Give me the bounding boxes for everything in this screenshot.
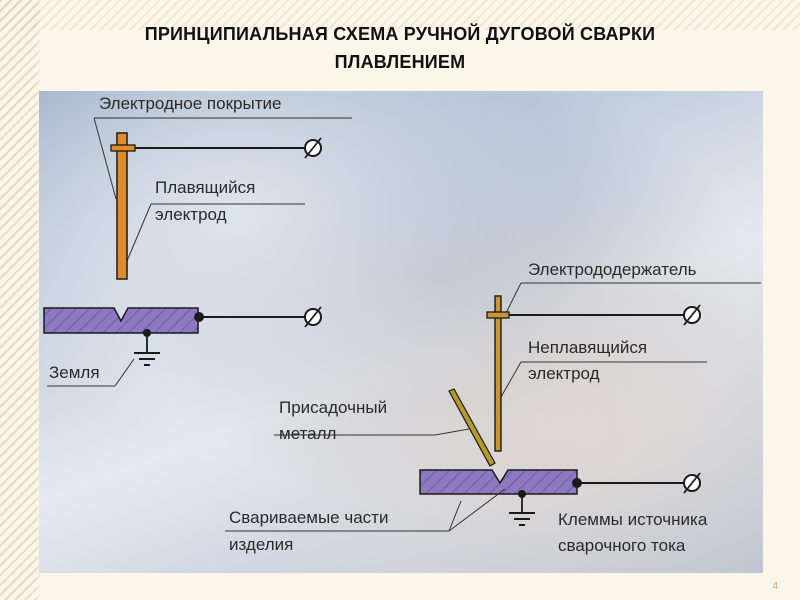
welding-diagram: Электродное покрытие Плавящийся электрод…	[39, 91, 763, 573]
label-terminals-2: сварочного тока	[558, 536, 686, 555]
nonconsumable-electrode	[494, 295, 502, 452]
electrode-clamp	[110, 144, 136, 152]
filler-rod	[448, 388, 496, 467]
label-filler-metal-2: металл	[279, 424, 337, 443]
workpiece-left	[43, 307, 199, 334]
label-ground: Земля	[49, 363, 100, 382]
label-consumable-electrode-2: электрод	[155, 205, 227, 224]
label-electrode-holder: Электрододержатель	[528, 260, 697, 279]
label-consumable-electrode-1: Плавящийся	[155, 178, 256, 197]
terminal-bottom-right-slash	[683, 472, 701, 494]
title-line-1: ПРИНЦИПИАЛЬНАЯ СХЕМА РУЧНОЙ ДУГОВОЙ СВАР…	[144, 24, 656, 44]
terminal-top-left-slash	[304, 137, 322, 159]
slide-title: ПРИНЦИПИАЛЬНАЯ СХЕМА РУЧНОЙ ДУГОВОЙ СВАР…	[40, 20, 760, 76]
ground-leader-line	[114, 358, 135, 387]
frame-left-decoration	[0, 0, 40, 600]
label-electrode-coating: Электродное покрытие	[99, 94, 282, 113]
terminal-bottom-left-slash	[304, 306, 322, 328]
workpiece-right	[419, 469, 578, 495]
consumable-leader-line	[126, 203, 152, 262]
label-welded-parts-2: изделия	[229, 535, 294, 554]
label-nonconsumable-electrode-1: Неплавящийся	[528, 338, 648, 357]
terminal-top-right-slash	[683, 304, 701, 326]
consumable-electrode	[116, 132, 128, 280]
filler-leader-line	[434, 428, 470, 436]
frame-bottom-decoration	[0, 0, 800, 30]
page-number: 4	[772, 581, 778, 592]
label-filler-metal-1: Присадочный	[279, 398, 388, 417]
label-terminals-1: Клеммы источника	[558, 510, 708, 529]
frame-right-decoration	[0, 0, 37, 600]
diagram-svg	[43, 117, 761, 532]
coating-leader-line	[93, 117, 117, 200]
electrode-holder	[486, 311, 510, 319]
welded-leader-line-2	[448, 488, 506, 532]
label-welded-parts-1: Свариваемые части	[229, 508, 389, 527]
title-line-2: ПЛАВЛЕНИЕМ	[334, 52, 466, 72]
welded-leader-line-1	[448, 500, 462, 532]
nonconsumable-leader-line	[500, 361, 522, 398]
holder-leader-line	[505, 282, 522, 314]
label-nonconsumable-electrode-2: электрод	[528, 364, 600, 383]
